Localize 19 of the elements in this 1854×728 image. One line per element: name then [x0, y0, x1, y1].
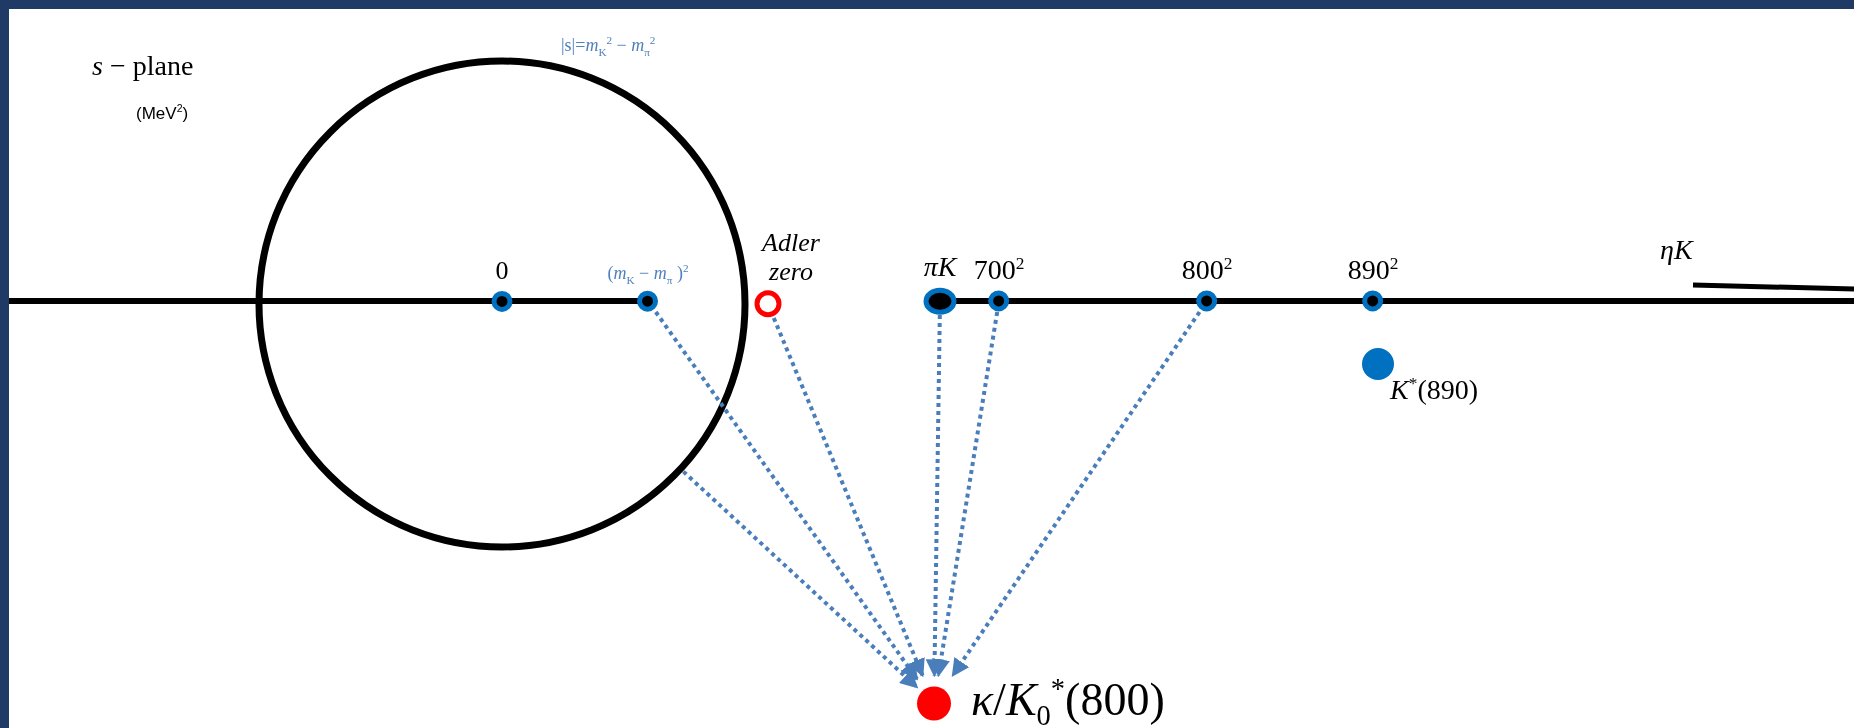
point-label: (m$_{K}$ − m$_{π}$ )$^{2}$ [607, 262, 689, 286]
dotted-arrow [771, 317, 925, 678]
pole-label: K$^{*}$(890) [1390, 374, 1479, 407]
point-label: 800$^{2}$ [1181, 253, 1233, 286]
point-label: πK [923, 252, 957, 283]
threshold-label: ηK [1660, 234, 1693, 266]
dotted-arrow [654, 310, 919, 681]
circle-boundary [255, 57, 749, 551]
dotted-arrow [932, 311, 1000, 678]
dotted-arrow [682, 470, 919, 689]
plane-title: s − plane [92, 50, 194, 82]
dotted-arrow [951, 310, 1202, 677]
dotted-arrow [925, 314, 944, 678]
pole-label: κ/K$_{0}$$^{*}$(800) [971, 675, 1165, 728]
point-label: 0 [495, 257, 509, 286]
unit-label: (MeV$^{2}$) [136, 102, 189, 124]
point-label: 700$^{2}$ [973, 253, 1025, 286]
point-label: Adler zero [759, 228, 821, 286]
point-label: 890$^{2}$ [1347, 253, 1399, 286]
